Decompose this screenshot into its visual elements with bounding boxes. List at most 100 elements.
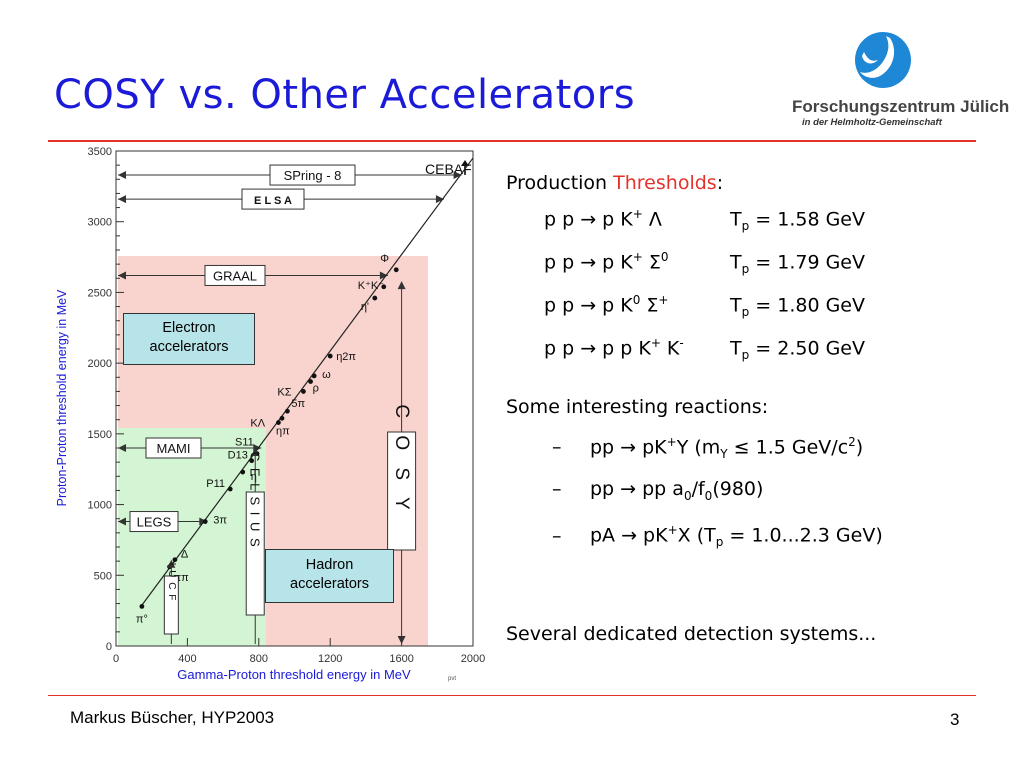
y-tick-label: 0 <box>106 641 112 653</box>
data-point-label: η2π <box>336 351 356 363</box>
reaction-lhs: p p → p K <box>544 208 633 231</box>
iucf-label: I U C F <box>166 563 177 602</box>
y-tick-label: 3000 <box>88 217 112 229</box>
tp-sub: p <box>741 262 750 277</box>
y-tick-label: 3500 <box>88 146 112 158</box>
tp-value: = 1.58 GeV <box>749 208 865 231</box>
bullet-part-b: X (T <box>677 524 716 547</box>
y-tick-label: 500 <box>94 570 112 582</box>
y-axis-label: Proton-Proton threshold energy in MeV <box>55 289 69 506</box>
range-label-box <box>204 264 266 286</box>
cosy-arrow-top <box>397 281 406 290</box>
x-tick-label: 2000 <box>461 653 485 665</box>
reaction-lhs: p p → p K <box>544 294 633 317</box>
range-arrow-left <box>118 195 126 204</box>
tp-value: = 2.50 GeV <box>749 337 865 360</box>
iucf-label-box <box>163 575 179 635</box>
cosy-label: C O S Y <box>391 404 412 515</box>
data-point <box>372 295 378 301</box>
tp-sub: p <box>741 348 750 363</box>
bullet-part-c: (980) <box>712 477 764 500</box>
range-label-box <box>269 164 356 186</box>
tp-value: = 1.80 GeV <box>749 294 865 317</box>
data-point-label: Φ <box>380 253 389 265</box>
range-label-box <box>129 511 179 533</box>
hadron-accelerators-label: Hadron accelerators <box>265 549 394 603</box>
data-point-label: 5π <box>291 398 305 410</box>
bullet-sup-a: + <box>667 523 678 538</box>
threshold-reaction-row: p p → p K0 Σ+Tp = 1.80 GeV <box>506 285 1006 328</box>
electron-label-line1: Electron <box>162 320 216 336</box>
vertical-ranges: C O S YC E L S I U SI U C F <box>163 281 417 644</box>
data-point <box>284 408 290 414</box>
thresholds-word: Thresholds <box>613 172 717 194</box>
reaction-lhs: p p → p p K <box>544 337 651 360</box>
bullet-part-b: Y (m <box>676 435 721 458</box>
bullet-dash: – <box>552 524 562 547</box>
x-axis-label: Gamma-Proton threshold energy in MeV <box>177 667 411 682</box>
fz-juelich-logo-icon <box>855 32 911 88</box>
data-point-label: ρ <box>313 383 319 395</box>
tp-label: T <box>730 208 742 231</box>
range-arrow-left <box>118 444 126 452</box>
celsius-label-box <box>245 491 265 616</box>
range-label-box <box>241 188 305 210</box>
bullet-sub-b: Y <box>720 446 728 461</box>
range-arrow-right <box>435 195 444 204</box>
footer-divider <box>48 695 976 696</box>
reaction-sup2: + <box>658 293 669 308</box>
data-point-label: 3π <box>213 515 227 527</box>
reaction-bullet: –pA → pK+X (Tp = 1.0...2.3 GeV) <box>506 515 1006 558</box>
logo-name: Forschungszentrum Jülich <box>792 97 1010 116</box>
range-label: E L S A <box>254 195 292 207</box>
reaction-particle: Σ <box>640 294 659 317</box>
bullet-sup-a: + <box>666 434 677 449</box>
reaction-bullet: –pp → pK+Y (mY ≤ 1.5 GeV/c2) <box>506 427 1006 470</box>
bullet-part-b: /f <box>691 477 705 500</box>
data-point <box>381 284 387 290</box>
data-point <box>139 604 145 609</box>
production-heading: Production Thresholds: <box>506 168 1006 199</box>
range-label: MAMI <box>157 441 191 456</box>
cosy-arrow-bottom <box>397 636 406 644</box>
tp-label: T <box>730 251 742 274</box>
reaction-particle: Λ <box>642 208 662 231</box>
bullet-sub-a: 0 <box>683 488 692 503</box>
bullet-dash: – <box>552 435 562 458</box>
electron-accelerators-label: Electron accelerators <box>123 313 255 365</box>
bullet-part-a: pp → pp a <box>590 477 684 500</box>
x-tick-label: 1600 <box>389 653 413 665</box>
bullet-sub-b: 0 <box>704 488 713 503</box>
heading-colon: : <box>716 172 724 194</box>
data-point-label: KΛ <box>250 418 265 430</box>
data-point-label: ω <box>322 369 331 381</box>
bullet-part-d: ) <box>855 435 864 458</box>
range-label-cebaf: CEBAF <box>425 161 472 177</box>
plot-frame <box>115 150 474 647</box>
x-tick-label: 0 <box>113 653 119 665</box>
x-tick-label: 400 <box>178 653 196 665</box>
data-point-label: ηπ <box>276 425 290 437</box>
data-point <box>172 557 178 563</box>
reaction-particle: Σ <box>642 251 661 274</box>
reaction-sup1: + <box>632 207 643 221</box>
bullet-sub-b: p <box>715 535 724 550</box>
data-point-label: π° <box>136 613 148 625</box>
threshold-reaction-row: p p → p p K+ K-Tp = 2.50 GeV <box>506 328 1006 371</box>
production-word: Production <box>506 172 614 194</box>
interesting-heading: Some interesting reactions: <box>506 395 769 418</box>
data-point <box>279 415 285 421</box>
data-point <box>249 458 255 464</box>
data-point <box>240 469 246 475</box>
reaction-particle: K <box>660 337 680 360</box>
bullet-part-c: ≤ 1.5 GeV/c <box>727 435 849 458</box>
data-point <box>276 420 281 425</box>
range-arrow-left <box>118 171 126 180</box>
range-label: GRAAL <box>213 268 257 283</box>
data-point-label: Δ <box>181 549 189 561</box>
reaction-sup1: 0 <box>632 293 641 308</box>
range-label: LEGS <box>137 515 172 530</box>
